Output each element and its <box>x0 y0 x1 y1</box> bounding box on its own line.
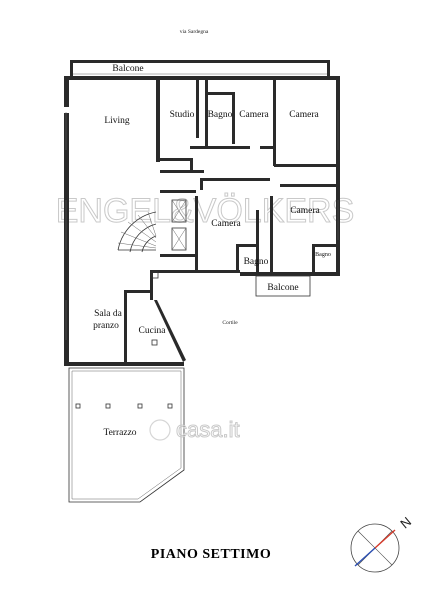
room-camera-3: Camera <box>211 219 241 229</box>
portal-watermark: casa.it <box>149 417 240 443</box>
street-label: via Sardegna <box>180 29 209 35</box>
kitchen-column <box>151 339 158 346</box>
room-bagno-1: Bagno <box>208 110 233 120</box>
room-camera-2: Camera <box>289 110 319 120</box>
room-sala-line2: pranzo <box>93 321 119 331</box>
room-camera-1: Camera <box>239 110 269 120</box>
room-balcone-bottom: Balcone <box>267 283 298 293</box>
compass-icon <box>350 523 400 573</box>
courtyard-label: Cortile <box>222 320 238 326</box>
terrace <box>68 367 185 503</box>
room-balcone-top: Balcone <box>112 64 143 74</box>
interior-walls <box>124 80 336 362</box>
balcony-top <box>70 60 330 78</box>
room-studio: Studio <box>170 110 195 120</box>
svg-text:casa.it: casa.it <box>176 417 240 442</box>
courtyard-column <box>151 271 159 279</box>
room-bagno-3: Bagno <box>315 252 331 258</box>
room-living: Living <box>104 116 130 126</box>
room-cucina: Cucina <box>139 326 167 336</box>
room-terrazzo: Terrazzo <box>103 428 136 438</box>
agency-watermark: ENGEL&VÖLKERS <box>56 192 355 230</box>
lift-shaft <box>171 199 187 251</box>
room-sala-line1: Sala da <box>94 309 122 319</box>
floor-title: PIANO SETTIMO <box>151 547 271 562</box>
windows <box>64 107 339 340</box>
room-camera-4: Camera <box>290 206 320 216</box>
spiral-staircase <box>117 211 157 253</box>
compass-north-label: N <box>397 514 414 532</box>
room-bagno-2: Bagno <box>244 257 269 267</box>
balcony-bottom-outline <box>255 275 311 297</box>
